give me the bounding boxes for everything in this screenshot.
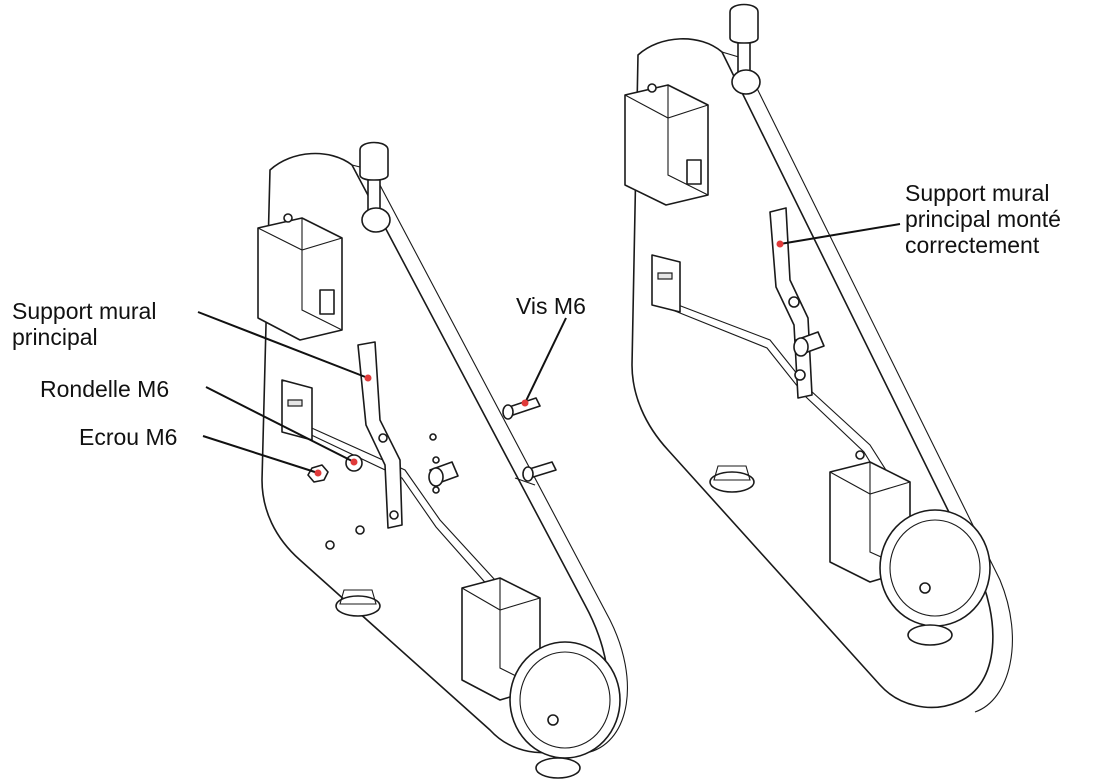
leader-vis: [524, 317, 567, 404]
callout-markers: [314, 240, 784, 477]
label-support-monte: Support mural principal monté correcteme…: [905, 180, 1061, 258]
marker-support-mural: [364, 374, 372, 382]
left-frame-knob: [359, 141, 389, 182]
loose-screws: [502, 397, 557, 486]
label-support-mural: Support mural principal: [12, 298, 157, 350]
left-frame-foot: [335, 595, 381, 617]
right-frame-knob: [729, 3, 759, 45]
left-frame-assembly: [257, 141, 628, 779]
left-frame-wheel: [509, 641, 621, 759]
leader-rondelle: [205, 386, 355, 463]
callout-leaders: [197, 223, 901, 474]
label-vis: Vis M6: [516, 293, 586, 319]
label-ecrou: Ecrou M6: [79, 424, 178, 450]
right-frame-wheel: [879, 509, 991, 627]
leader-support-mural: [197, 311, 369, 379]
left-frame-top-block: [257, 217, 343, 341]
marker-vis: [521, 399, 529, 407]
leader-support-monte: [779, 223, 901, 245]
marker-support-monte: [776, 240, 784, 248]
marker-ecrou: [314, 469, 322, 477]
leader-ecrou: [202, 435, 319, 474]
left-frame-edge: [351, 164, 628, 753]
right-frame-edge: [721, 51, 1013, 713]
right-frame-assembly: [624, 3, 1013, 713]
right-frame-top-block: [624, 84, 709, 206]
marker-rondelle: [350, 458, 358, 466]
label-rondelle: Rondelle M6: [40, 376, 170, 402]
